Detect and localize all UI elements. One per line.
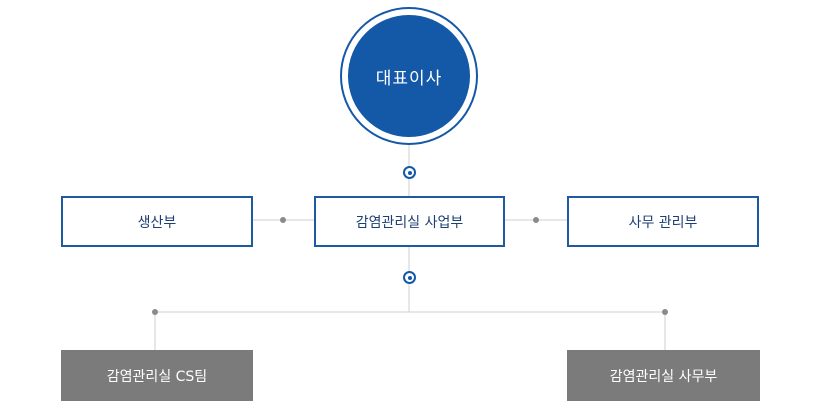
dept-production-label: 생산부 [137,214,177,231]
connector-dot-icon [280,217,286,223]
connector-node-icon [403,271,416,284]
connector-dot-icon [662,309,668,315]
dept-office-management: 사무 관리부 [567,196,759,247]
ceo-node: 대표이사 [340,7,478,145]
dept-infection-control-business-label: 감염관리실 사업부 [355,214,464,231]
connector-dot-icon [533,217,539,223]
team-office-label: 감염관리실 사무부 [609,368,718,385]
dept-office-management-label: 사무 관리부 [628,214,698,231]
team-cs-label: 감염관리실 CS팀 [106,368,208,385]
ceo-label: 대표이사 [348,15,470,137]
connector-dot-icon [152,309,158,315]
dept-production: 생산부 [61,196,253,247]
connector-node-icon [403,166,416,179]
dept-infection-control-business: 감염관리실 사업부 [314,196,505,247]
team-office: 감염관리실 사무부 [567,350,760,401]
team-cs: 감염관리실 CS팀 [61,350,253,401]
